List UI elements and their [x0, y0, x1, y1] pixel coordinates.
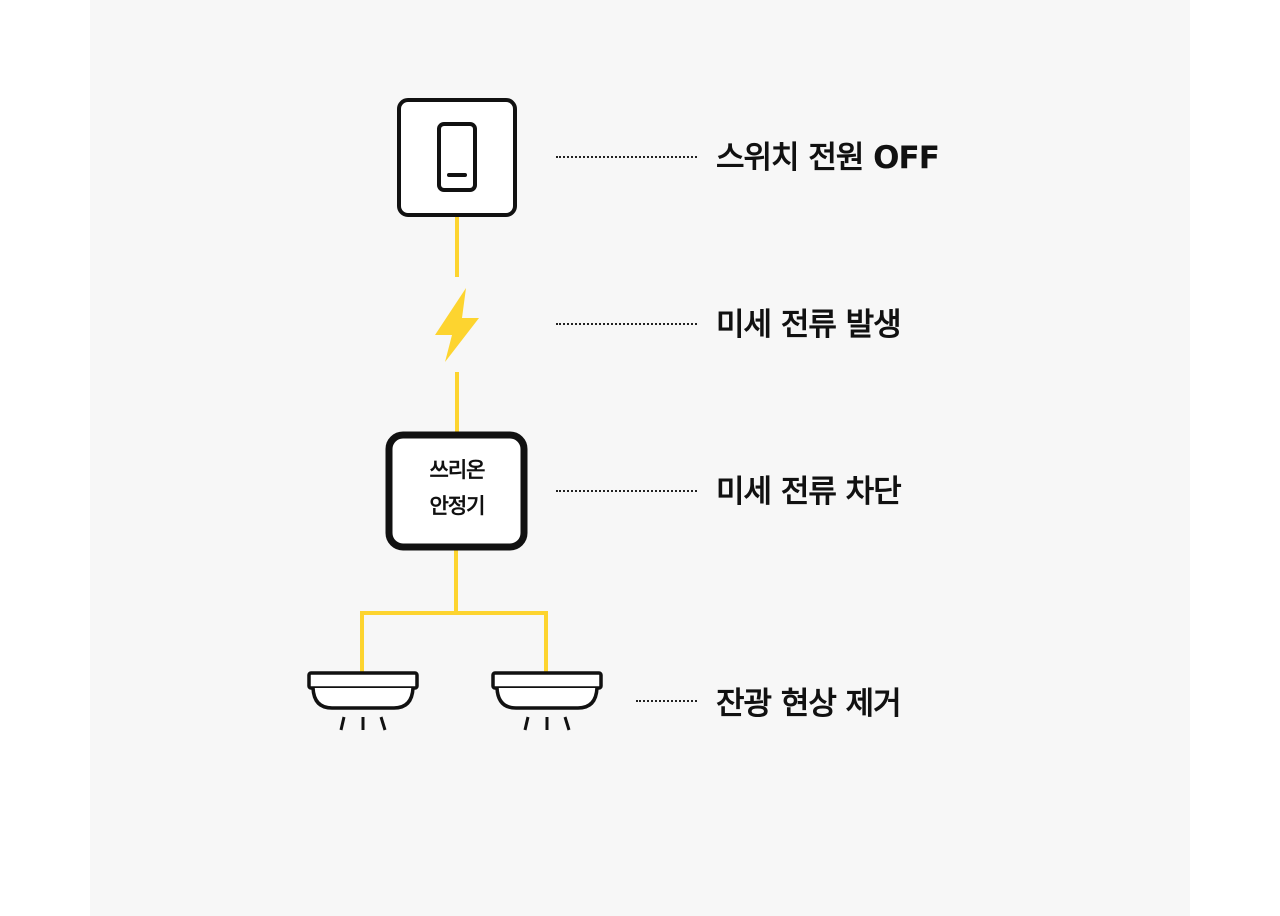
lightning-bolt-icon [435, 288, 479, 362]
step-label-afterglow-removed: 잔광 현상 제거 [716, 686, 902, 722]
wall-switch-icon [397, 98, 517, 217]
leader-line [636, 700, 697, 702]
stabilizer-label-line2: 안정기 [429, 494, 486, 518]
ceiling-lamp-icon [307, 671, 419, 731]
step-label-current-blocked: 미세 전류 차단 [716, 474, 902, 510]
leader-line [556, 490, 697, 492]
step-label-switch-off: 스위치 전원 OFF [716, 140, 940, 176]
stabilizer-label: 쓰리온 안정기 [393, 452, 521, 524]
stabilizer-icon [385, 431, 528, 551]
ceiling-lamp-icon [491, 671, 603, 731]
diagram-panel [90, 0, 1190, 916]
stabilizer-label-line1: 쓰리온 [429, 458, 486, 482]
wires [360, 216, 548, 674]
leader-line [556, 156, 697, 158]
leader-line [556, 323, 697, 325]
step-label-current-generated: 미세 전류 발생 [716, 307, 902, 343]
